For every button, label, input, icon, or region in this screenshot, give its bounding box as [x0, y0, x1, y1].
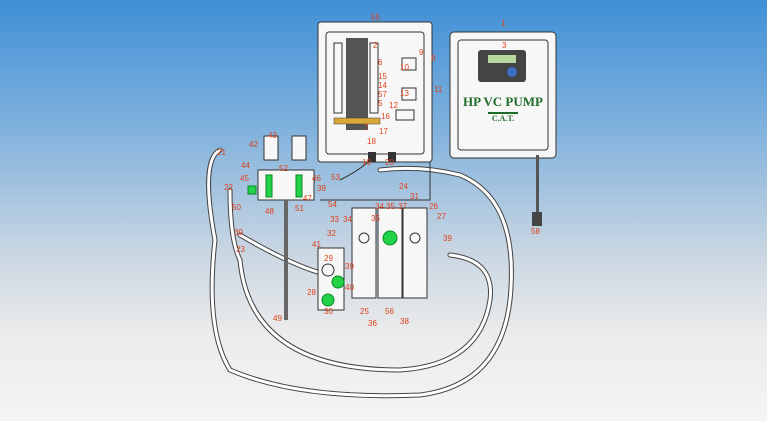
- label-43: 43: [268, 131, 277, 140]
- label-16: 16: [381, 112, 390, 121]
- label-40: 40: [345, 283, 354, 292]
- label-20: 20: [385, 158, 394, 167]
- label-29: 29: [324, 254, 333, 263]
- label-45: 45: [240, 174, 249, 183]
- terminal-block: [346, 38, 368, 130]
- label-8: 8: [431, 54, 436, 63]
- label-14: 14: [378, 81, 387, 90]
- label-19: 19: [362, 158, 371, 167]
- label-12: 12: [389, 101, 398, 110]
- label-26: 26: [429, 202, 438, 211]
- label-1: 1: [501, 19, 506, 28]
- label-34b: 34: [375, 202, 384, 211]
- label-38: 38: [400, 317, 409, 326]
- label-50: 50: [232, 203, 241, 212]
- label-36: 36: [368, 319, 377, 328]
- label-48: 48: [265, 207, 274, 216]
- label-24: 24: [399, 182, 408, 191]
- label-17: 17: [379, 127, 388, 136]
- panel-title: HP VC PUMP: [463, 94, 543, 109]
- label-35b: 35: [371, 214, 380, 223]
- label-28: 28: [307, 288, 316, 297]
- label-39b: 39: [234, 228, 243, 237]
- label-34a: 34: [343, 215, 352, 224]
- label-25: 25: [360, 307, 369, 316]
- label-51: 51: [295, 204, 304, 213]
- label-6: 6: [378, 58, 383, 67]
- label-11: 11: [434, 85, 443, 94]
- label-54: 54: [328, 200, 337, 209]
- label-55: 55: [371, 13, 380, 22]
- label-49: 49: [273, 314, 282, 323]
- label-30: 30: [324, 307, 333, 316]
- label-31: 31: [410, 192, 419, 201]
- label-15: 15: [378, 72, 387, 81]
- label-52: 52: [279, 164, 288, 173]
- label-46: 46: [312, 174, 321, 183]
- label-23: 23: [236, 245, 245, 254]
- panel-subtitle: C.A.T.: [492, 114, 514, 123]
- label-37: 37: [398, 202, 407, 211]
- label-9: 9: [419, 48, 424, 57]
- probe: [284, 200, 288, 320]
- filter-regulators: [317, 207, 428, 311]
- label-57: 57: [378, 90, 387, 99]
- label-21: 21: [217, 148, 226, 157]
- label-33: 33: [330, 215, 339, 224]
- label-42: 42: [249, 140, 258, 149]
- label-5: 5: [378, 99, 383, 108]
- label-41: 41: [312, 240, 321, 249]
- label-56: 56: [385, 307, 394, 316]
- label-2: 2: [373, 41, 378, 50]
- label-3: 3: [502, 41, 507, 50]
- label-58: 58: [531, 227, 540, 236]
- label-53: 53: [331, 173, 340, 182]
- label-27: 27: [437, 212, 446, 221]
- label-39a: 39: [317, 184, 326, 193]
- part-labels: 55 1 2 3 9 8 10 6 15 14 57 5 11 13 12 16…: [217, 13, 540, 328]
- label-39d: 39: [345, 262, 354, 271]
- label-10: 10: [400, 63, 409, 72]
- label-32: 32: [327, 229, 336, 238]
- label-39c: 39: [443, 234, 452, 243]
- power-plug: [532, 212, 542, 226]
- label-18: 18: [367, 137, 376, 146]
- label-7: 7: [364, 123, 369, 132]
- hp-vc-pump-panel: HP VC PUMP C.A.T.: [449, 31, 557, 226]
- hose-loop: [206, 147, 514, 399]
- solenoid-manifold: [247, 135, 315, 320]
- label-47: 47: [303, 194, 312, 203]
- label-22: 22: [224, 183, 233, 192]
- label-44: 44: [241, 161, 250, 170]
- label-13: 13: [400, 89, 409, 98]
- label-35a: 35: [386, 202, 395, 211]
- control-enclosure: [317, 21, 433, 163]
